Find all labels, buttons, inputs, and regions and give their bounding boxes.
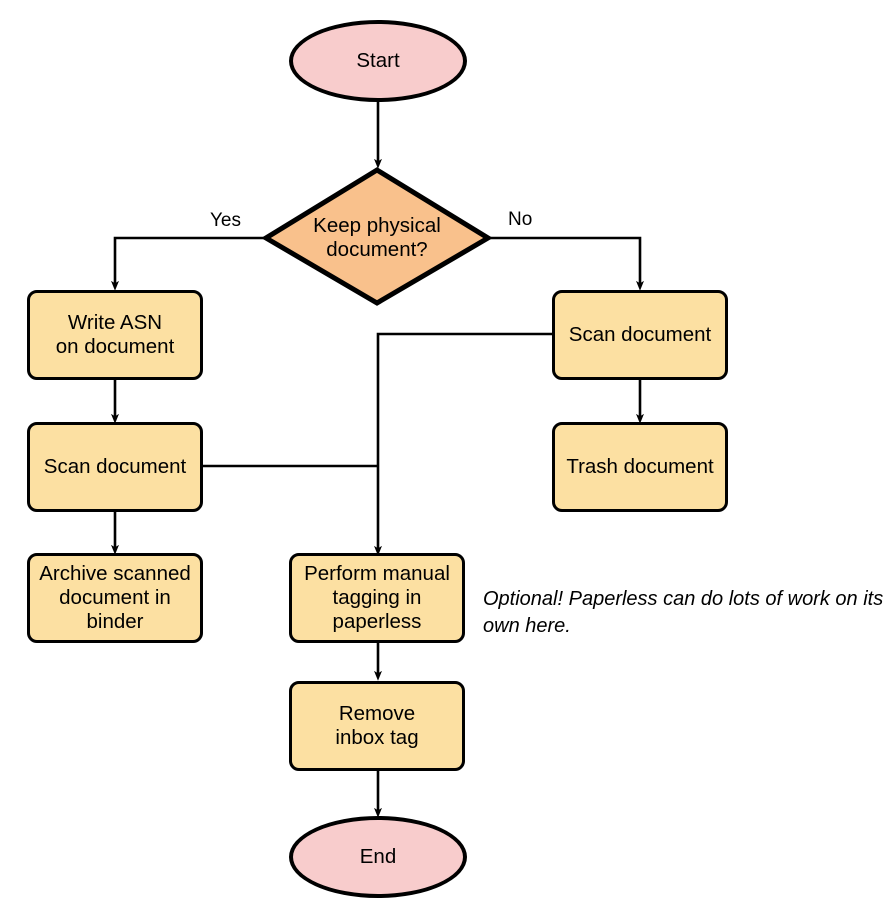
node-remove-inbox-tag[interactable]: Remove inbox tag xyxy=(289,681,465,771)
edge-decision-to-scan-right xyxy=(488,236,644,291)
node-write-asn-on-document-label: Write ASN on document xyxy=(55,311,175,358)
node-perform-manual-tagging-in-paperless[interactable]: Perform manual tagging in paperless xyxy=(289,553,465,643)
node-end-label: End xyxy=(359,845,397,869)
node-remove-inbox-tag-label: Remove inbox tag xyxy=(335,702,419,749)
node-start[interactable]: Start xyxy=(289,20,467,102)
node-scan-document-right[interactable]: Scan document xyxy=(552,290,728,380)
node-write-asn-on-document[interactable]: Write ASN on document xyxy=(27,290,203,380)
node-perform-manual-tagging-in-paperless-label: Perform manual tagging in paperless xyxy=(304,562,450,633)
edge-decision-to-write-asn xyxy=(111,236,266,291)
node-keep-physical-document-label: Keep physical document? xyxy=(313,214,441,261)
edge-scan-right-to-manual-tagging xyxy=(374,332,552,556)
node-archive-scanned-document-in-binder-label: Archive scanned document in binder xyxy=(39,562,191,633)
node-scan-document-right-label: Scan document xyxy=(568,323,712,347)
edge-label-yes: Yes xyxy=(210,210,241,231)
node-trash-document[interactable]: Trash document xyxy=(552,422,728,512)
node-archive-scanned-document-in-binder[interactable]: Archive scanned document in binder xyxy=(27,553,203,643)
node-scan-document-left[interactable]: Scan document xyxy=(27,422,203,512)
node-scan-document-left-label: Scan document xyxy=(43,455,187,479)
node-end[interactable]: End xyxy=(289,816,467,898)
node-trash-document-label: Trash document xyxy=(566,455,714,479)
node-keep-physical-document[interactable]: Keep physical document? xyxy=(277,196,477,280)
annotation-optional-paperless: Optional! Paperless can do lots of work … xyxy=(483,588,884,637)
node-start-label: Start xyxy=(356,49,400,73)
edge-label-no: No xyxy=(508,209,533,230)
